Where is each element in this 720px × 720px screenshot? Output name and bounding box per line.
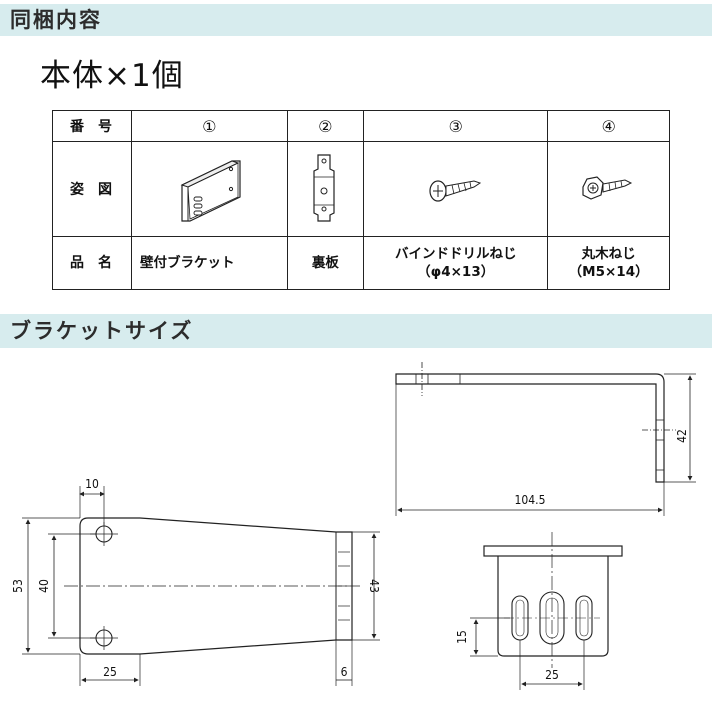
row-label-name: 品名 (52, 236, 132, 290)
dim-front-width: 25 (545, 668, 559, 682)
row-label-number: 番号 (52, 110, 132, 142)
dim-side-height: 42 (675, 429, 689, 443)
table-row-figure: 姿図 (52, 141, 670, 237)
part-number-4: ④ (547, 110, 670, 142)
dim-side-length: 104.5 (515, 493, 546, 507)
part-number-1: ① (131, 110, 288, 142)
part-name-1: 壁付ブラケット (131, 236, 288, 290)
part-name-2: 裏板 (286, 236, 365, 290)
part-name-3-text: バインドドリルねじ (394, 246, 517, 262)
top-view-drawing (22, 486, 380, 686)
dim-front-offset: 15 (455, 630, 469, 644)
part-figure-3 (363, 141, 549, 237)
dim-top-length: 25 (103, 665, 117, 679)
part-figure-4 (547, 141, 670, 237)
section-title-contents: 同梱内容 (10, 8, 102, 32)
section-header-contents: 同梱内容 (0, 4, 712, 36)
wood-screw-icon (582, 176, 632, 200)
dim-top-width: 10 (85, 477, 99, 491)
part-name-4: 丸木ねじ （M5×14） (547, 236, 670, 290)
part-name-3: バインドドリルねじ （φ4×13） (363, 236, 549, 290)
dim-top-hole-pitch: 40 (37, 579, 51, 593)
part-name-2-text: 裏板 (311, 255, 339, 271)
front-view-drawing (470, 532, 623, 690)
parts-table: 番号 ① ② ③ ④ 姿図 (52, 110, 670, 290)
table-row-name: 品名 壁付ブラケット 裏板 バインドドリルねじ （φ4×13） 丸木ねじ （M5… (52, 236, 670, 290)
main-item-quantity: 本体×1個 (40, 58, 184, 94)
dim-top-height-outer: 53 (11, 579, 25, 593)
table-row-number: 番号 ① ② ③ ④ (52, 110, 670, 142)
drill-screw-icon (429, 180, 481, 202)
section-title-bracket-size: ブラケットサイズ (10, 319, 194, 343)
part-name-3-spec: （φ4×13） (417, 264, 495, 280)
row-label-figure: 姿図 (52, 141, 132, 237)
wall-bracket-icon (180, 160, 241, 222)
part-number-3: ③ (363, 110, 549, 142)
dim-top-thickness: 6 (341, 665, 348, 679)
dim-top-right-height: 43 (367, 579, 381, 593)
back-plate-icon (313, 154, 335, 222)
side-view-drawing (395, 362, 696, 516)
part-figure-1 (131, 141, 288, 237)
part-name-4-text: 丸木ねじ (581, 246, 636, 262)
part-name-1-text: 壁付ブラケット (140, 255, 235, 271)
part-figure-2 (286, 141, 365, 237)
part-name-4-spec: （M5×14） (568, 264, 649, 280)
section-header-bracket-size: ブラケットサイズ (0, 314, 712, 348)
